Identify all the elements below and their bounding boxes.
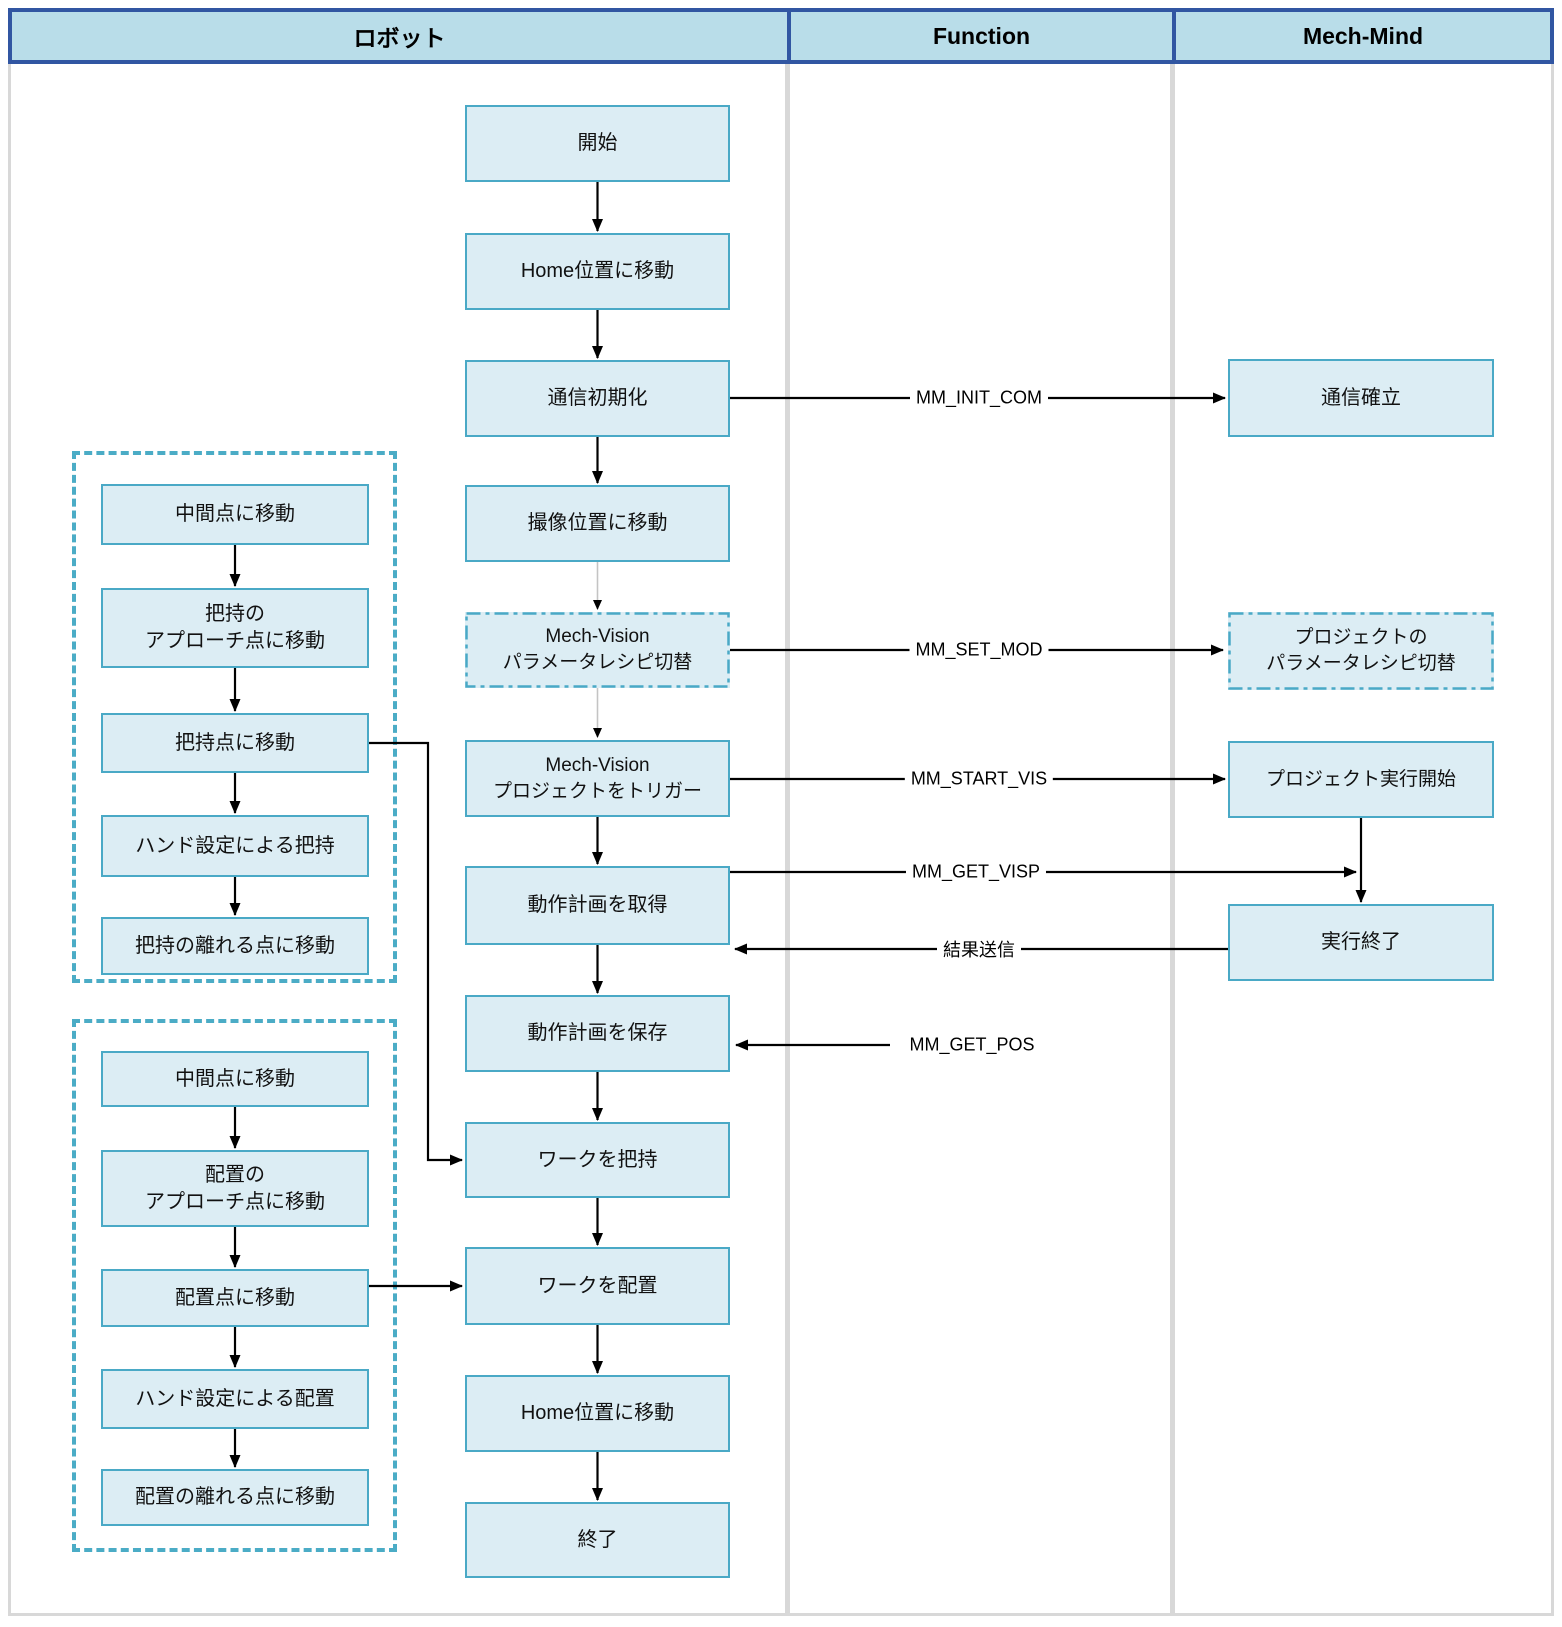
lane-divider-left [785, 64, 790, 1613]
pick-box-move-grasp-point: 把持点に移動 [101, 713, 369, 773]
mm-box-recipe-switch: プロジェクトの パラメータレシピ切替 [1228, 612, 1494, 690]
pick-box-grasp-by-hand: ハンド設定による把持 [101, 815, 369, 877]
mm-box-execution-end: 実行終了 [1228, 904, 1494, 981]
flow-box-init-comm: 通信初期化 [465, 360, 730, 437]
pick-box-move-mid: 中間点に移動 [101, 484, 369, 545]
flow-box-end: 終了 [465, 1502, 730, 1578]
flow-box-recipe-switch: Mech-Vision パラメータレシピ切替 [465, 612, 730, 688]
header-column-mechmind: Mech-Mind [1302, 22, 1424, 49]
place-box-place-by-hand: ハンド設定による配置 [101, 1369, 369, 1429]
pick-subroutine-frame [72, 451, 397, 983]
fn-label-mm-init-com: MM_INIT_COM [910, 387, 1048, 409]
flow-box-start: 開始 [465, 105, 730, 182]
pick-box-move-depart: 把持の離れる点に移動 [101, 917, 369, 975]
pick-box-move-approach: 把持の アプローチ点に移動 [101, 588, 369, 668]
mm-box-project-start: プロジェクト実行開始 [1228, 741, 1494, 818]
mm-box-comm-established: 通信確立 [1228, 359, 1494, 437]
fn-label-mm-get-pos: MM_GET_POS [903, 1034, 1041, 1056]
place-box-move-depart: 配置の離れる点に移動 [101, 1469, 369, 1526]
place-box-move-approach: 配置の アプローチ点に移動 [101, 1150, 369, 1227]
fn-label-mm-get-visp: MM_GET_VISP [905, 861, 1047, 883]
flow-box-save-plan: 動作計画を保存 [465, 995, 730, 1072]
diagram-frame [8, 60, 1554, 1616]
flow-box-move-capture: 撮像位置に移動 [465, 485, 730, 562]
place-box-move-place-point: 配置点に移動 [101, 1269, 369, 1327]
mm-box-recipe-switch-label: プロジェクトの パラメータレシピ切替 [1266, 627, 1456, 674]
flow-box-grasp-workpiece: ワークを把持 [465, 1122, 730, 1198]
flow-box-get-plan: 動作計画を取得 [465, 866, 730, 945]
fn-label-mm-set-mod: MM_SET_MOD [909, 639, 1049, 661]
flow-box-move-home-1: Home位置に移動 [465, 233, 730, 310]
flow-box-move-home-2: Home位置に移動 [465, 1375, 730, 1452]
header-column-function: Function [791, 12, 1176, 60]
flow-box-trigger-project: Mech-Vision プロジェクトをトリガー [465, 740, 730, 817]
flow-box-recipe-switch-label: Mech-Vision パラメータレシピ切替 [502, 626, 693, 673]
fn-label-mm-start-vis: MM_START_VIS [904, 768, 1054, 790]
place-box-move-mid: 中間点に移動 [101, 1051, 369, 1107]
header-column-robot: ロボット [12, 12, 791, 60]
flow-box-place-workpiece: ワークを配置 [465, 1247, 730, 1325]
lane-divider-right [1170, 64, 1175, 1613]
fn-label-send-result: 結果送信 [937, 936, 1021, 962]
header-band: ロボット Function Mech-Mind [8, 8, 1554, 64]
